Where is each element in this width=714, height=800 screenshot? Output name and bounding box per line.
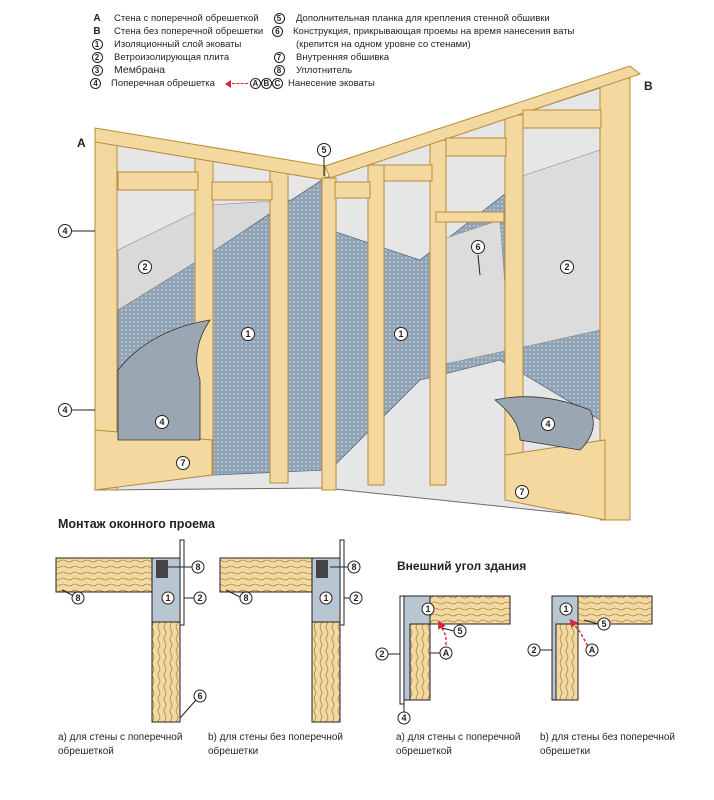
svg-text:2: 2	[142, 262, 147, 272]
svg-text:1: 1	[425, 604, 430, 614]
svg-text:2: 2	[564, 262, 569, 272]
wall-b-label: B	[644, 79, 653, 93]
window-section-title: Монтаж оконного проема	[58, 517, 215, 531]
svg-text:2: 2	[379, 649, 384, 659]
markers: A B 4 4 5 2 1 1 2 6 4 4 7 7	[58, 79, 653, 499]
svg-text:5: 5	[321, 145, 326, 155]
wall-a	[94, 127, 326, 491]
svg-text:4: 4	[159, 417, 164, 427]
corner-detail-b: 1 5 2 A	[527, 595, 653, 701]
corner-caption-a: а) для стены с поперечной обрешеткой	[396, 732, 521, 757]
svg-text:6: 6	[475, 242, 480, 252]
legend-item-6-note: (крепится на одном уровне со стенами)	[296, 39, 471, 50]
svg-text:5: 5	[601, 619, 606, 629]
membrane-roll-left	[117, 319, 211, 441]
svg-text:4: 4	[401, 713, 406, 723]
window-detail-b: 8 8 1 2	[219, 539, 363, 723]
svg-text:1: 1	[398, 329, 403, 339]
corner-section-title: Внешний угол здания	[397, 559, 527, 573]
svg-text:1: 1	[563, 604, 568, 614]
svg-text:4: 4	[545, 419, 550, 429]
opening-cover-frame	[435, 211, 505, 223]
svg-text:1: 1	[165, 593, 170, 603]
marker-2-left: 2	[138, 260, 152, 274]
window-caption-b: b) для стены без поперечной обрешетки	[208, 732, 343, 757]
svg-text:7: 7	[180, 458, 185, 468]
red-arrow-icon	[224, 79, 231, 88]
svg-text:6: 6	[197, 691, 202, 701]
svg-text:8: 8	[75, 593, 80, 603]
marker-5: 5	[317, 143, 331, 176]
svg-text:2: 2	[531, 645, 536, 655]
marker-4-right-roll: 4	[541, 417, 555, 431]
marker-1-right: 1	[394, 327, 408, 341]
marker-4-upper: 4	[58, 224, 95, 238]
svg-text:8: 8	[351, 562, 356, 572]
svg-text:A: A	[443, 648, 450, 658]
marker-7-right: 7	[515, 485, 529, 499]
corner-detail-a: 1 5 2 A 4	[375, 595, 511, 725]
marker-1-left: 1	[241, 327, 255, 341]
svg-text:2: 2	[353, 593, 358, 603]
svg-text:8: 8	[243, 593, 248, 603]
svg-text:2: 2	[197, 593, 202, 603]
wall-b	[321, 65, 642, 521]
marker-4-left-roll: 4	[155, 415, 169, 429]
window-caption-a: а) для стены с поперечной обрешеткой	[58, 732, 183, 757]
svg-text:A: A	[589, 645, 596, 655]
marker-6: 6	[471, 240, 485, 276]
svg-text:5: 5	[457, 626, 462, 636]
marker-2-right: 2	[560, 260, 574, 274]
svg-text:1: 1	[245, 329, 250, 339]
svg-text:1: 1	[323, 593, 328, 603]
marker-4-lower: 4	[58, 403, 95, 417]
svg-text:8: 8	[195, 562, 200, 572]
marker-7-left: 7	[176, 456, 190, 470]
svg-text:7: 7	[519, 487, 524, 497]
window-detail-a: 8 8 1 2 6	[55, 539, 207, 723]
wall-a-label: A	[77, 136, 86, 150]
corner-caption-b: b) для стены без поперечной обрешетки	[540, 732, 675, 757]
svg-text:4: 4	[62, 226, 67, 236]
legend-item-abc: Нанесение эковаты	[288, 78, 375, 89]
svg-text:4: 4	[62, 405, 67, 415]
